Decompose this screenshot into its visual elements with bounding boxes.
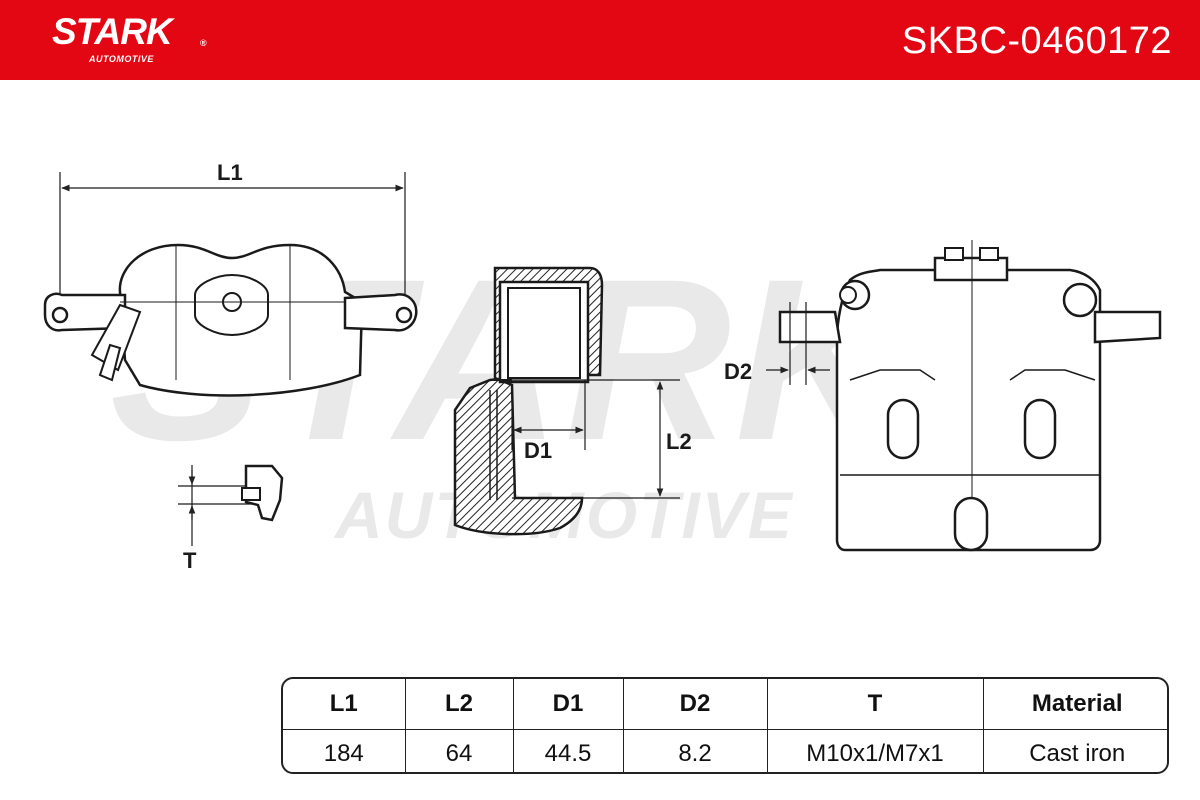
dim-label-t: T xyxy=(183,548,197,573)
spec-value-cell: Cast iron xyxy=(1029,739,1126,767)
brand-logo: STARK ® AUTOMOTIVE xyxy=(52,11,207,65)
bleeder-detail xyxy=(178,464,284,546)
spec-header-cell: D2 xyxy=(623,679,768,730)
dim-label-l2: L2 xyxy=(666,429,692,454)
spec-value-cell: 44.5 xyxy=(513,729,624,772)
dim-label-d1: D1 xyxy=(524,438,553,463)
technical-drawing: STARK AUTOMOTIVE xyxy=(0,80,1200,670)
part-number: SKBC-0460172 xyxy=(901,20,1172,62)
drawing-svg xyxy=(43,172,1162,552)
spec-table: L1 L2 D1 D2 T Material 184 64 44.5 8.2 M… xyxy=(281,677,1169,774)
brand-subtitle: AUTOMOTIVE xyxy=(89,54,154,64)
spec-table-grid: L1 L2 D1 D2 T Material 184 64 44.5 8.2 M… xyxy=(283,679,1167,772)
spec-header-row: L1 L2 D1 D2 T Material xyxy=(283,679,1167,730)
brand-name: STARK xyxy=(52,11,173,52)
header-bar: STARK ® AUTOMOTIVE SKBC-0460172 xyxy=(0,0,1200,80)
spec-value-cell: 64 xyxy=(405,729,514,772)
spec-value-cell: M10x1/M7x1 xyxy=(767,729,984,772)
spec-value-row: 184 64 44.5 8.2 M10x1/M7x1 Cast iron xyxy=(283,729,1167,772)
spec-header-cell: D1 xyxy=(513,679,624,730)
spec-header-cell: L1 xyxy=(283,679,406,730)
spec-header-cell: L2 xyxy=(405,679,514,730)
spec-value-cell: 184 xyxy=(283,729,406,772)
dim-label-l1: L1 xyxy=(217,160,243,185)
spec-value-cell: 8.2 xyxy=(623,729,768,772)
caliper-top-view xyxy=(43,172,418,397)
caliper-front-view xyxy=(766,240,1162,552)
spec-header-cell: Material xyxy=(983,679,1167,730)
spec-header-cell: T xyxy=(767,679,984,730)
brand-registered-mark: ® xyxy=(200,38,207,48)
caliper-cross-section xyxy=(453,266,680,536)
dim-label-d2: D2 xyxy=(724,359,753,384)
